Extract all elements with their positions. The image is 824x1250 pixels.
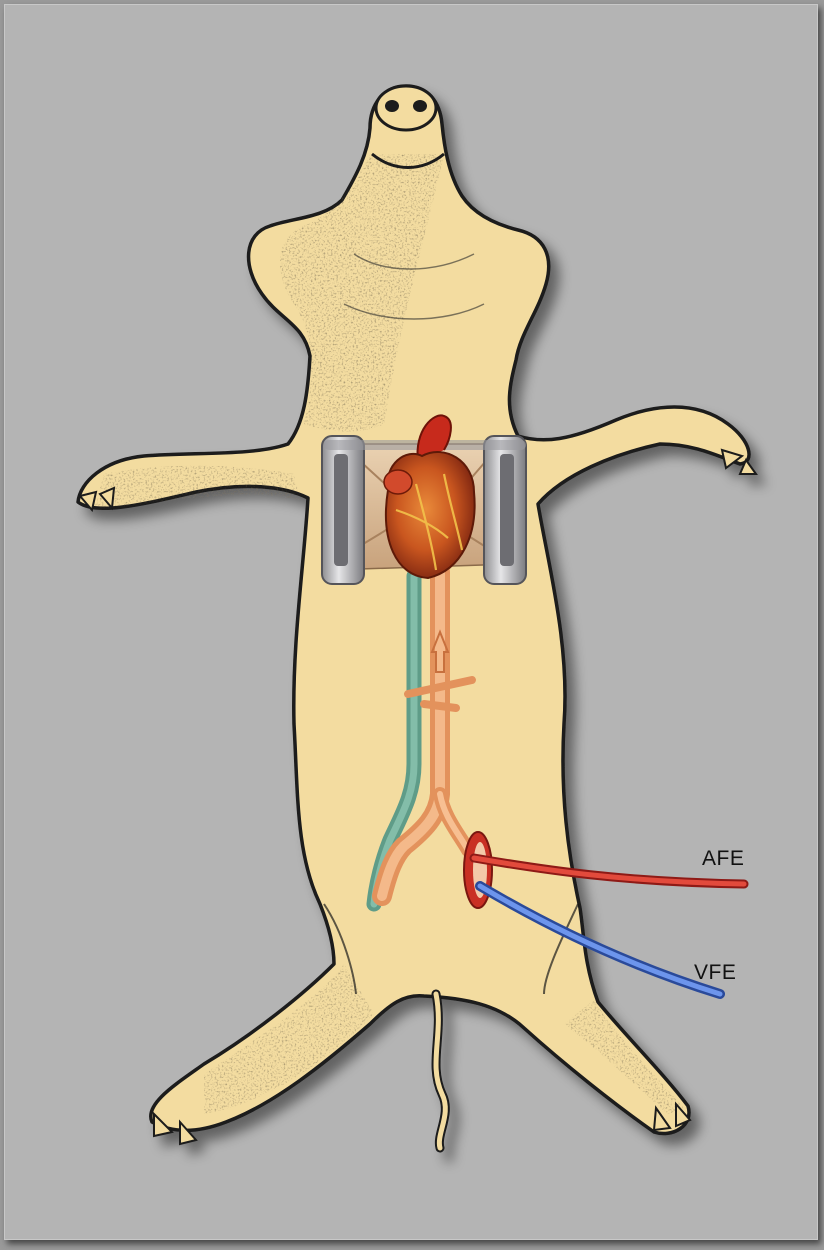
thoracotomy — [322, 415, 526, 584]
pig-nostril-left — [385, 100, 399, 112]
femoral-access-site — [464, 832, 492, 908]
atrium — [384, 470, 412, 494]
label-vfe: VFE — [694, 961, 736, 985]
pig-nostril-right — [413, 100, 427, 112]
pig-circulation-diagram — [4, 4, 818, 1240]
pig-foreleg-shading — [94, 466, 300, 510]
diagram-panel: AFE VFE — [4, 4, 818, 1240]
label-afe: AFE — [702, 847, 744, 871]
pig-snout — [376, 86, 436, 130]
